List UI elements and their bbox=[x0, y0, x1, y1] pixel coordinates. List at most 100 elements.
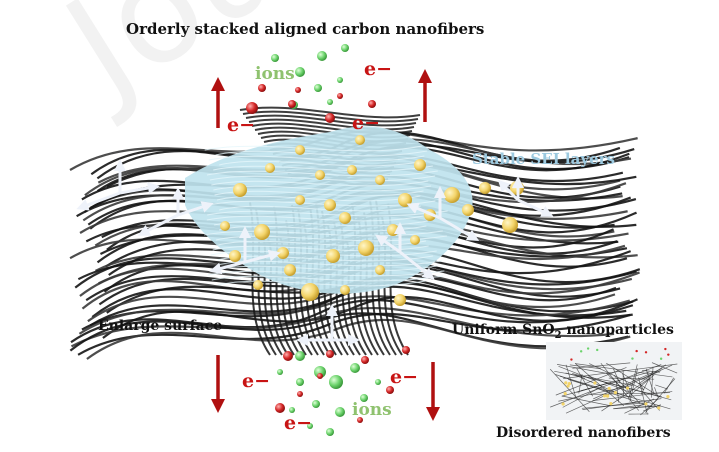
disordered-fiber bbox=[555, 374, 652, 408]
sno2-particle bbox=[387, 224, 399, 236]
disordered-fiber bbox=[638, 377, 648, 415]
sno2-particle bbox=[315, 170, 325, 180]
sno2-particle bbox=[375, 175, 385, 185]
axis-arrow bbox=[177, 201, 214, 217]
disordered-fiber bbox=[645, 368, 655, 395]
sno2-particle bbox=[561, 402, 565, 406]
sei-stripe bbox=[219, 205, 421, 212]
sno2-particle bbox=[563, 391, 567, 396]
ion-particle bbox=[295, 87, 301, 93]
ion-particle bbox=[386, 386, 394, 394]
sno2-particle bbox=[375, 265, 385, 275]
disordered-fiber bbox=[655, 384, 668, 390]
sno2-particle bbox=[410, 235, 420, 245]
disordered-fiber bbox=[565, 364, 673, 414]
axis-arrow bbox=[119, 182, 160, 195]
electron-label-top-center: e− bbox=[352, 112, 381, 134]
axis-arrow bbox=[375, 234, 401, 254]
sei-stripe bbox=[213, 165, 433, 172]
sno2-particle bbox=[301, 283, 319, 301]
disordered-fiber bbox=[613, 405, 655, 410]
sno2-particle bbox=[277, 247, 289, 259]
disordered-fiber bbox=[624, 398, 655, 414]
disordered-fiber bbox=[589, 363, 645, 391]
disordered-fiber bbox=[615, 382, 620, 403]
fiber-strand bbox=[81, 285, 627, 331]
sno2-particle bbox=[502, 217, 518, 233]
disordered-fiber bbox=[606, 362, 661, 398]
ion-particle bbox=[570, 358, 573, 361]
ion-particle bbox=[288, 100, 296, 108]
ion-particle bbox=[361, 356, 369, 364]
disordered-fiber bbox=[641, 370, 661, 380]
axis-arrow bbox=[137, 213, 179, 236]
fiber-strand bbox=[69, 312, 629, 352]
ion-particle bbox=[579, 350, 583, 353]
sno2-particle bbox=[564, 381, 568, 385]
ion-particle bbox=[327, 99, 333, 105]
ion-particle bbox=[667, 353, 670, 356]
sno2-particle bbox=[284, 264, 296, 276]
sno2-particle bbox=[295, 195, 305, 205]
ion-particle bbox=[295, 67, 305, 77]
ion-particles bbox=[246, 44, 410, 436]
sno2-particle bbox=[339, 212, 351, 224]
sei-stripe bbox=[215, 150, 428, 157]
sei-stripe bbox=[217, 260, 442, 267]
sei-stripe bbox=[209, 175, 436, 182]
ion-particle bbox=[258, 84, 266, 92]
electron-label-bottom-left: e− bbox=[242, 370, 271, 392]
sno2-particle bbox=[666, 395, 670, 399]
axis-arrow bbox=[517, 198, 554, 217]
sei-stripe bbox=[219, 160, 427, 167]
fiber-strand bbox=[102, 295, 638, 339]
disordered-fiber bbox=[628, 364, 638, 400]
sno2-label: Uniform SnO2 nanoparticles bbox=[452, 322, 674, 341]
ion-particle bbox=[317, 373, 323, 379]
sno2-particle bbox=[340, 285, 350, 295]
disordered-fiber bbox=[645, 378, 676, 413]
axis-arrow bbox=[497, 179, 520, 202]
sei-stripe bbox=[204, 145, 423, 152]
sno2-particle bbox=[644, 402, 648, 406]
disordered-fiber bbox=[561, 395, 610, 406]
electron-label-top-left: e− bbox=[227, 114, 256, 136]
sei-stripe bbox=[213, 265, 438, 272]
ion-particle bbox=[644, 351, 648, 354]
fiber-strand bbox=[248, 118, 415, 131]
ion-particle bbox=[296, 378, 304, 386]
sno2-particle bbox=[220, 221, 230, 231]
ion-particle bbox=[596, 348, 599, 352]
ion-particle bbox=[307, 423, 313, 429]
disordered-fiber bbox=[558, 384, 633, 402]
ion-particle bbox=[326, 428, 334, 436]
disordered-fiber bbox=[569, 364, 602, 370]
sno2-particle bbox=[358, 240, 374, 256]
sno2-particle bbox=[607, 386, 611, 391]
ion-particle bbox=[283, 351, 293, 361]
disordered-fiber bbox=[576, 368, 593, 397]
ion-particle bbox=[586, 347, 590, 350]
disordered-fiber bbox=[563, 363, 678, 379]
ion-particle bbox=[275, 403, 285, 413]
sno2-particle bbox=[626, 386, 630, 390]
sei-stripe bbox=[206, 170, 438, 177]
ion-particle bbox=[314, 84, 322, 92]
ion-particle bbox=[375, 379, 381, 385]
disordered-fiber bbox=[575, 363, 673, 378]
sei-stripe bbox=[204, 230, 443, 237]
ion-particle bbox=[402, 346, 410, 354]
sei-stripe bbox=[206, 215, 424, 222]
sno2-particle bbox=[605, 394, 610, 398]
sno2-particle bbox=[593, 381, 597, 385]
ion-particle bbox=[246, 102, 258, 114]
axis-arrow bbox=[439, 216, 480, 242]
ion-particle bbox=[277, 369, 283, 375]
sno2-particle bbox=[567, 382, 571, 386]
disordered-fiber bbox=[565, 364, 576, 397]
sno2-particle bbox=[229, 250, 241, 262]
disordered-fiber bbox=[562, 386, 602, 408]
ion-particle bbox=[337, 77, 343, 83]
sei-stripe bbox=[218, 240, 427, 247]
